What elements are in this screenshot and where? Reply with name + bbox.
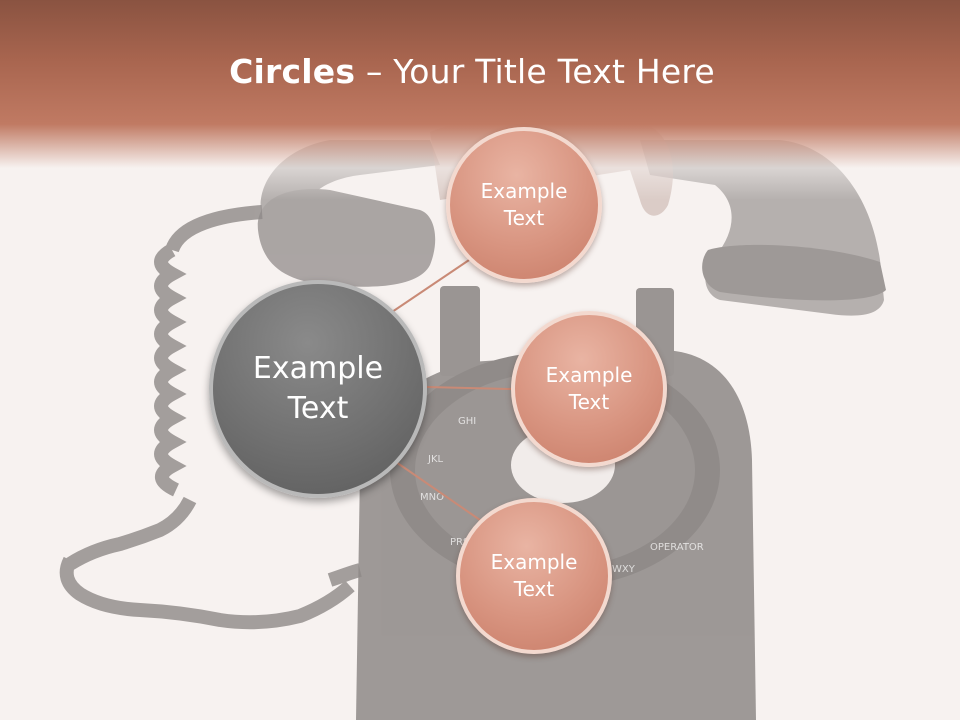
circle-bottom-label: Example Text <box>490 550 578 601</box>
title-bold: Circles <box>229 52 356 91</box>
circle-top-label: Example Text <box>480 179 568 230</box>
connector-top <box>391 255 476 313</box>
svg-text:JKL: JKL <box>427 454 444 465</box>
title-rest: – Your Title Text Here <box>355 52 715 91</box>
svg-text:GHI: GHI <box>458 416 476 427</box>
circle-main[interactable]: Example Text <box>209 280 427 498</box>
connector-middle <box>426 386 512 390</box>
circle-middle[interactable]: Example Text <box>511 311 667 467</box>
circle-main-label: Example Text <box>252 350 384 427</box>
svg-text:OPERATOR: OPERATOR <box>650 542 704 553</box>
circle-bottom[interactable]: Example Text <box>456 498 612 654</box>
slide-title: Circles – Your Title Text Here <box>0 52 944 91</box>
svg-text:MNO: MNO <box>420 492 444 503</box>
circle-top[interactable]: Example Text <box>446 127 602 283</box>
connector-bottom <box>395 461 481 521</box>
svg-text:WXY: WXY <box>612 564 636 575</box>
circle-middle-label: Example Text <box>545 363 633 414</box>
svg-text:PRS: PRS <box>450 537 469 548</box>
